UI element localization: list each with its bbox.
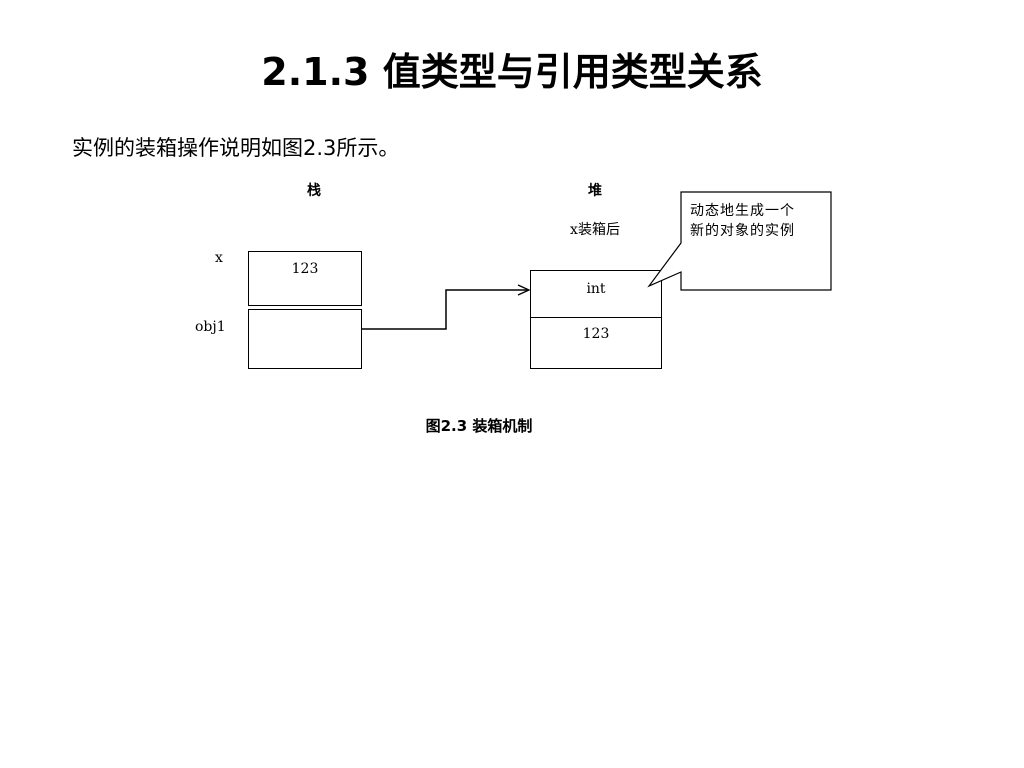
stack-label: 栈 (307, 183, 321, 199)
heap-object: int 123 (530, 270, 662, 369)
reference-arrow-line (362, 289, 528, 330)
heap-type-value: int (586, 281, 606, 297)
stack-obj1-cell (248, 309, 362, 369)
figure-caption: 图2.3 装箱机制 (425, 417, 533, 435)
stack-x-cell: 123 (248, 251, 362, 306)
callout-line-2: 新的对象的实例 (690, 223, 795, 239)
stack-x-value: 123 (291, 261, 319, 277)
callout-text: 动态地生成一个 新的对象的实例 (690, 201, 826, 241)
intro-text: 实例的装箱操作说明如图2.3所示。 (72, 136, 400, 160)
var-x-label: x (215, 250, 223, 266)
callout-line-1: 动态地生成一个 (690, 203, 795, 219)
heap-sublabel: x装箱后 (570, 222, 620, 238)
heap-object-divider (531, 317, 661, 318)
heap-value: 123 (582, 326, 610, 342)
page-title: 2.1.3 值类型与引用类型关系 (261, 50, 763, 94)
reference-arrowhead (517, 284, 531, 296)
var-obj1-label: obj1 (195, 319, 226, 335)
heap-label: 堆 (588, 183, 602, 199)
